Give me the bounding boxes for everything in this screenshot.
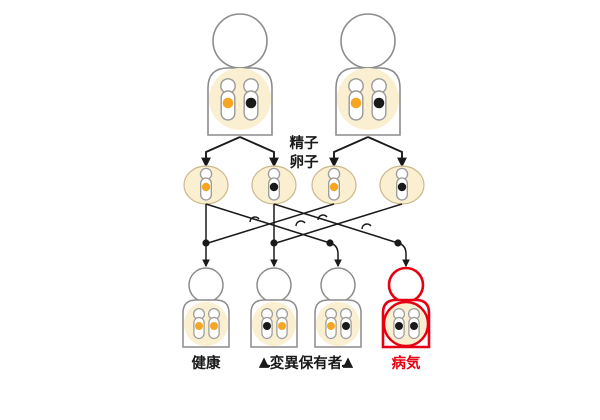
line-g3-c1 [207,203,335,244]
chromosome-mutant [371,78,387,121]
allele-dot-normal [195,322,203,330]
allele-dot-mutant [397,182,407,192]
label-healthy: 健康 [192,354,221,372]
allele-dot-normal [278,322,286,330]
child-head [320,267,356,303]
child-4 [381,266,431,349]
allele-dot-normal [327,322,335,330]
parent-head [340,13,396,69]
allele-dot-normal [350,97,362,109]
child-cell [184,302,228,346]
line-hops [249,214,372,230]
child-cell [252,302,296,346]
line-g1-c3 [205,203,342,268]
child-head [188,267,224,303]
gamete-1 [183,165,229,205]
chromosome-left [393,308,406,340]
label-disease: 病気 [392,354,421,372]
parent-right [335,13,401,136]
gamete-3 [311,165,357,205]
parent-head [212,13,268,69]
child-1 [182,267,230,348]
allele-dot-mutant [395,322,403,330]
child-head [256,267,292,303]
allele-dot-normal [329,182,339,192]
line-g2-c4 [273,203,410,268]
meiosis-branches [201,136,407,168]
child-2 [250,267,298,348]
chromosome-right [276,308,289,340]
allele-dot-normal [210,322,218,330]
parent-cell [337,68,399,130]
chromosome-left [193,308,206,340]
allele-dot-normal [201,182,211,192]
line-g4-c2 [275,203,403,244]
child-head [387,266,425,304]
allele-dot-mutant [410,322,418,330]
child-cell [316,302,360,346]
chromosome-right [208,308,221,340]
chromosome-mutant [243,78,259,121]
chromosome-left [261,308,274,340]
gamete-2 [251,165,297,205]
allele-dot-mutant [269,182,279,192]
gamete-4 [379,165,425,205]
chromosome-left [325,308,338,340]
fertilization-lines [202,203,410,268]
allele-dot-mutant [245,97,257,109]
parent-left [207,13,273,136]
allele-dot-mutant [373,97,385,109]
label-carrier: 変異保有者 [270,354,343,372]
chromosome-normal [220,78,236,121]
parent-cell [209,68,271,130]
carrier-pointer-arrows [258,357,354,368]
chromosome-right [408,308,421,340]
sperm-label: 精子 [290,134,319,152]
child-3 [314,267,362,348]
egg-label: 卵子 [290,153,319,171]
allele-dot-mutant [263,322,271,330]
chromosome-normal [348,78,364,121]
allele-dot-mutant [342,322,350,330]
junction-dots [202,239,402,247]
child-cell [382,300,430,348]
chromosome-right [340,308,353,340]
allele-dot-normal [222,97,234,109]
